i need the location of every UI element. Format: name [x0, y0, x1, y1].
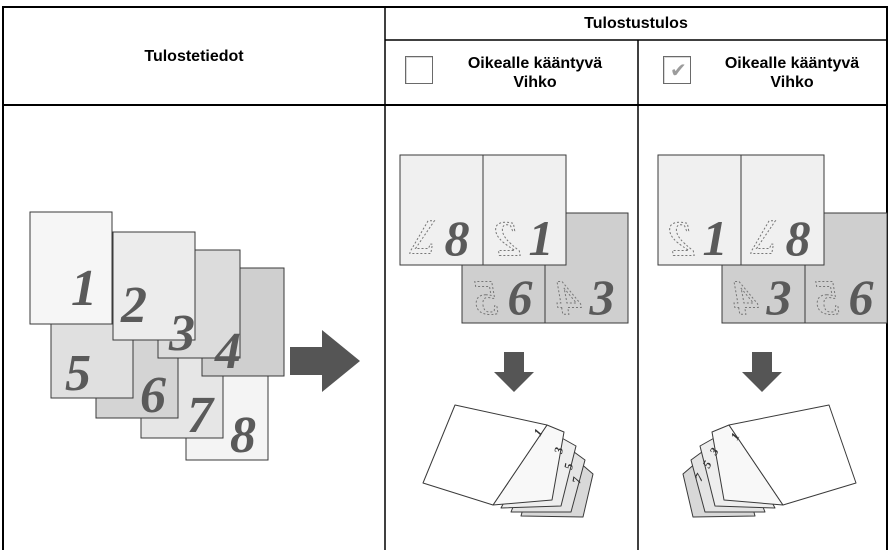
original-page-2 [112, 231, 196, 341]
original-page-number-3: 3 [168, 305, 195, 362]
option-left-label: Oikealle kääntyvä Vihko [437, 44, 633, 102]
option-right-label: Oikealle kääntyvä Vihko [694, 44, 890, 102]
sheet-right-ghost-4: 4 [733, 269, 759, 325]
sheet-left-page-6: 6 [508, 269, 533, 325]
checkmark-icon: ✔ [670, 58, 687, 82]
option-right-line1: Oikealle kääntyvä [724, 55, 860, 72]
original-page-number-2: 2 [120, 277, 147, 334]
option-right-line2: Vihko [770, 74, 814, 91]
sheet-right-numbers: 2 1 7 8 4 3 5 6 [668, 210, 874, 326]
original-page-number-1: 1 [71, 260, 97, 317]
arrow-down-icon-right [742, 352, 782, 392]
sheet-right [657, 154, 888, 324]
sheet-left-ghost-7: 7 [410, 210, 437, 266]
sheet-right-ghost-7: 7 [751, 210, 778, 266]
sheet-right-ghost-5: 5 [815, 269, 840, 325]
column-header-print-data-label: Tulostetiedot [144, 47, 244, 65]
booklet-left [422, 404, 594, 518]
sheet-right-page-3: 3 [766, 269, 792, 325]
sheet-left-ghost-5: 5 [474, 269, 499, 325]
option-left-line2: Vihko [513, 74, 557, 91]
sheet-right-ghost-2: 2 [669, 210, 695, 266]
sheet-left-ghost-4: 4 [556, 269, 582, 325]
sheet-right-page-6: 6 [849, 269, 874, 325]
sheet-right-page-8: 8 [786, 210, 811, 266]
sheet-right-page-1: 1 [703, 210, 728, 266]
option-left-line1: Oikealle kääntyvä [467, 55, 603, 72]
original-pages [29, 211, 285, 461]
sheet-left-page-8: 8 [445, 210, 470, 266]
sheet-left-ghost-2: 2 [495, 210, 521, 266]
arrow-down-icon-left [494, 352, 534, 392]
original-page-number-6: 6 [140, 367, 166, 424]
column-header-print-result-label: Tulostustulos [584, 15, 688, 32]
original-page-number-8: 8 [230, 407, 256, 464]
sheet-left [399, 154, 629, 324]
sheet-left-page-1: 1 [529, 210, 554, 266]
original-page-1 [29, 211, 113, 325]
booklet-left-label-3: 3 [551, 446, 566, 455]
arrow-right-icon [290, 330, 360, 392]
checkbox-right-binding-checked[interactable]: ✔ [663, 56, 691, 84]
booklet-left-label-7: 7 [569, 475, 584, 484]
sheet-left-numbers: 7 8 2 1 5 6 4 3 [409, 210, 615, 326]
original-page-number-5: 5 [65, 345, 91, 402]
checkbox-right-binding-unchecked[interactable] [405, 56, 433, 84]
booklet-right [682, 404, 857, 518]
column-header-print-data: Tulostetiedot [3, 7, 385, 105]
booklet-left-label-5: 5 [561, 462, 576, 470]
original-page-number-4: 4 [214, 323, 241, 380]
original-page-numbers: 1 2 3 4 5 6 7 8 [65, 260, 256, 464]
column-header-print-result: Tulostustulos [385, 7, 887, 40]
original-page-number-7: 7 [187, 387, 215, 444]
sheet-left-page-3: 3 [589, 269, 615, 325]
